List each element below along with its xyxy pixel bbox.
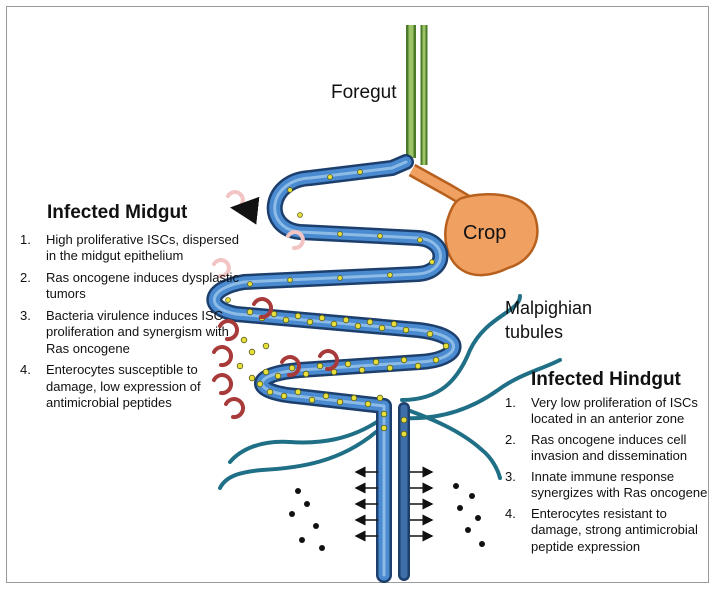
malpighian-tubules-label: Malpighian tubules: [505, 296, 615, 344]
crop-label: Crop: [463, 222, 506, 245]
hindgut-title: Infected Hindgut: [531, 372, 715, 389]
hindgut-arrows: [356, 472, 432, 536]
list-item: 1.Very low proliferation of ISCs located…: [505, 395, 715, 428]
list-item: 2.Ras oncogene induces cell invasion and…: [505, 432, 715, 465]
infected-midgut-panel: Infected Midgut 1.High proliferative ISC…: [20, 205, 250, 417]
midgut-list: 1.High proliferative ISCs, dispersed in …: [20, 232, 250, 412]
hindgut-list: 1.Very low proliferation of ISCs located…: [505, 395, 715, 556]
list-item: 3.Innate immune response synergizes with…: [505, 469, 715, 502]
list-item: 4.Enterocytes susceptible to damage, low…: [20, 362, 250, 412]
list-item: 2.Ras oncogene induces dysplastic tumors: [20, 270, 250, 303]
list-item: 1.High proliferative ISCs, dispersed in …: [20, 232, 250, 265]
infected-hindgut-panel: Infected Hindgut 1.Very low proliferatio…: [505, 372, 715, 559]
foregut-tube: [411, 25, 424, 165]
midgut-title: Infected Midgut: [47, 205, 250, 222]
list-item: 4.Enterocytes resistant to damage, stron…: [505, 506, 715, 556]
list-item: 3.Bacteria virulence induces ISC prolife…: [20, 308, 250, 358]
foregut-label: Foregut: [331, 82, 396, 104]
